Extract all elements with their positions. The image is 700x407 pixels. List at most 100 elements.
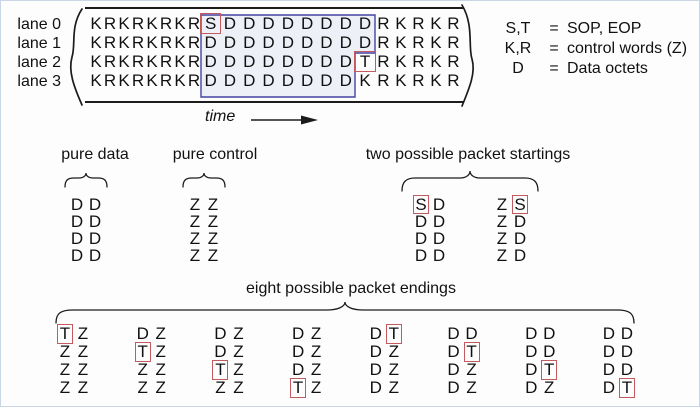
- lane-cell: K: [90, 14, 102, 33]
- octet-cell: T: [290, 378, 307, 398]
- lane-cell: D: [320, 52, 333, 71]
- octet-cell: Z: [207, 246, 219, 265]
- octet-cell: Z: [137, 378, 148, 397]
- octet-cell: D: [88, 212, 102, 231]
- lane-cell: R: [447, 52, 460, 71]
- octet-cell: D: [525, 360, 538, 379]
- lane-cell: D: [243, 71, 256, 90]
- octet-cell: D: [525, 324, 538, 343]
- lane-cell: D: [262, 52, 275, 71]
- octet-cell: Z: [77, 360, 89, 379]
- lane-cell: D: [358, 33, 372, 52]
- octet-cell: D: [70, 229, 84, 248]
- octet-cell: D: [525, 342, 538, 361]
- octet-cell: S: [413, 195, 429, 214]
- octet-cell: Z: [388, 378, 399, 397]
- octet-cell: Z: [59, 360, 71, 379]
- lane-cell: K: [146, 14, 158, 33]
- legend-row-control-words: K,R = control words (Z): [495, 39, 687, 59]
- octet-cell: Z: [207, 229, 219, 248]
- octet-cell: Z: [155, 360, 166, 379]
- octet-cell: D: [369, 360, 382, 379]
- lane-3-label: lane 3: [17, 73, 61, 90]
- lane-cell: R: [103, 14, 117, 33]
- lane-cell: R: [159, 33, 173, 52]
- lane-cell: K: [395, 33, 407, 52]
- lane-cell: R: [412, 52, 425, 71]
- legend-row-sop-eop: S,T = SOP, EOP: [495, 19, 687, 39]
- lane-table-bottom-rule: [85, 101, 464, 103]
- lane-cell: K: [118, 33, 130, 52]
- octet-cell: D: [432, 212, 446, 231]
- octet-cell: D: [602, 324, 616, 343]
- lane-cell: R: [131, 14, 145, 33]
- octet-cell: D: [291, 360, 305, 379]
- octet-cell: D: [70, 212, 84, 231]
- lane-cell: D: [262, 14, 275, 33]
- octet-cell: D: [447, 324, 460, 343]
- legend-desc: Data octets: [567, 60, 648, 77]
- lane-cell: D: [223, 71, 237, 90]
- blue-packet-outline: [200, 14, 376, 98]
- octet-cell: Z: [189, 229, 201, 248]
- legend: S,T = SOP, EOP K,R = control words (Z) D…: [495, 19, 687, 79]
- lane-cell: S: [199, 13, 222, 34]
- lane-cell: R: [159, 71, 173, 90]
- octet-cell: Z: [215, 378, 226, 397]
- lane-cell: D: [301, 33, 314, 52]
- octet-cell: Z: [388, 360, 399, 379]
- octet-cell: D: [291, 324, 305, 343]
- octet-cell: Z: [388, 342, 399, 361]
- lane-cell: K: [118, 71, 130, 90]
- lane-cell: D: [281, 33, 294, 52]
- lane-cell: K: [395, 71, 407, 90]
- octet-cell: T: [541, 360, 558, 380]
- octet-cell: D: [88, 229, 102, 248]
- lane-labels: lane 0 lane 1 lane 2 lane 3: [5, 15, 61, 91]
- octet-cell: T: [618, 378, 635, 398]
- lane-cell: D: [281, 52, 294, 71]
- octet-cell: Z: [155, 342, 166, 361]
- lane-cell: R: [377, 14, 390, 33]
- octet-cell: D: [70, 195, 84, 214]
- octet-cell: Z: [496, 212, 508, 231]
- lane-cell: R: [187, 71, 201, 90]
- lane-cell: R: [187, 14, 201, 33]
- lane-cell: K: [90, 52, 102, 71]
- lane-cell: R: [103, 71, 117, 90]
- lane-cell: K: [146, 71, 158, 90]
- lane-cell: K: [430, 14, 442, 33]
- lane-cell: D: [223, 33, 237, 52]
- lane-cell: R: [187, 33, 201, 52]
- octet-cell: Z: [310, 378, 322, 397]
- octet-cell: D: [291, 342, 305, 361]
- lane-cell: R: [159, 14, 173, 33]
- octet-cell: Z: [77, 378, 89, 397]
- equals-sign: =: [549, 40, 559, 57]
- lane-cell: R: [159, 52, 173, 71]
- lane-cell: R: [447, 71, 460, 90]
- octet-cell: Z: [155, 324, 166, 343]
- lane-cell: R: [412, 71, 425, 90]
